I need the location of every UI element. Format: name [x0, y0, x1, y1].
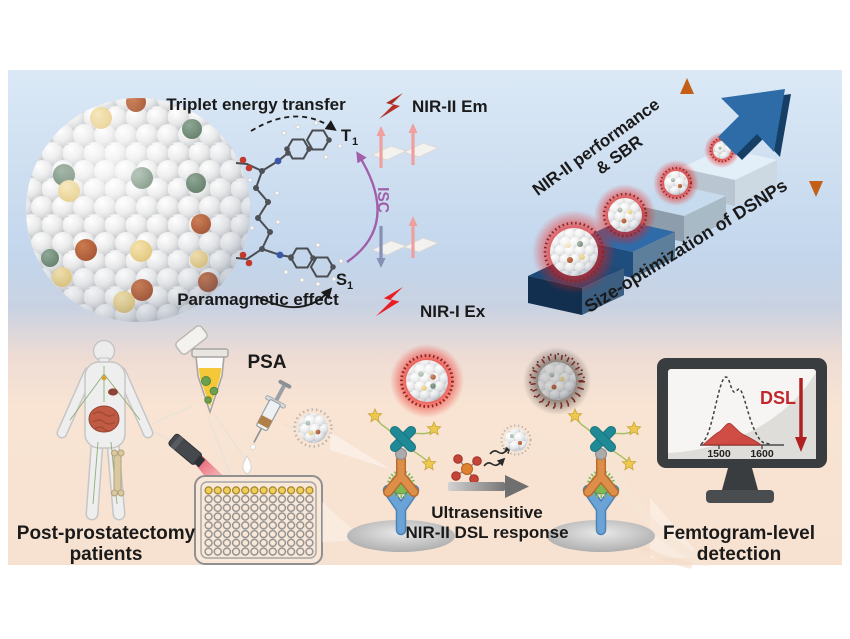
- 96-well-plate: [194, 475, 323, 565]
- reference-spectrum-curve: [700, 376, 771, 445]
- t1-label: T: [341, 127, 351, 145]
- decor-swoosh: [610, 469, 710, 567]
- s1-label: S: [336, 271, 347, 289]
- connector-rays: [151, 405, 300, 477]
- dye-molecule: [235, 120, 344, 287]
- dsl-decrease-arrow-icon: [795, 378, 807, 452]
- s1-subscript: 1: [347, 280, 353, 292]
- nir1-excitation-bolt-icon: [376, 287, 403, 317]
- t1-subscript: 1: [352, 136, 358, 148]
- nir2-emission-bolt-icon: [379, 93, 403, 119]
- quenched-dsnp-particle: [523, 347, 591, 415]
- ultrasensitive-label-line1: Ultrasensitive: [431, 503, 543, 522]
- heat-dissipation-arrows: [483, 445, 512, 467]
- spectrum-plot: 1500 1600: [700, 376, 784, 460]
- small-dsnp-particle: [500, 424, 532, 456]
- femtogram-label-line2: detection: [697, 544, 781, 565]
- dsnp-nanoparticle-illustration: [26, 98, 250, 322]
- performance-arrow-icon: [718, 89, 791, 160]
- patients-label-line2: patients: [70, 544, 143, 565]
- dsnp-particle-medium: [594, 184, 656, 246]
- nir2-em-label: NIR-II Em: [412, 97, 488, 116]
- isc-arrow: [346, 151, 379, 263]
- antibody-conjugated-dsnp: [293, 408, 333, 448]
- droplet: [250, 444, 256, 450]
- t1-spin-state-diagram: [370, 123, 440, 168]
- dsnp-particle-large: [532, 210, 616, 294]
- performance-up-arrow-icon: [680, 78, 694, 127]
- nir1-ex-label: NIR-I Ex: [420, 302, 486, 321]
- thymus: [101, 375, 107, 381]
- ultrasensitive-label-line2: NIR-II DSL response: [405, 523, 568, 542]
- reaction-arrow-icon: [448, 475, 529, 498]
- emitting-dsnp-particle: [390, 344, 464, 418]
- quencher-molecule: [451, 454, 482, 484]
- detection-monitor: 1500 1600 DSL: [657, 358, 827, 503]
- monitor-stand: [722, 468, 758, 490]
- dsl-spectrum-curve: [701, 422, 763, 446]
- bone: [111, 449, 125, 497]
- spleen: [108, 388, 118, 396]
- dsl-label: DSL: [760, 388, 796, 408]
- triplet-energy-transfer-label: Triplet energy transfer: [166, 95, 346, 114]
- x-tick-1600: 1600: [750, 448, 774, 460]
- dsnp-particle-small: [653, 160, 699, 206]
- sample-drop: [242, 455, 252, 475]
- x-tick-1500: 1500: [707, 448, 731, 460]
- intestines: [88, 405, 120, 433]
- patients-label-line1: Post-prostatectomy: [17, 523, 196, 544]
- triplet-transfer-arrow: [250, 115, 337, 132]
- psa-sample-tube: [175, 325, 229, 415]
- femtogram-label-line1: Femtogram-level: [663, 523, 815, 544]
- size-down-arrow-icon: [809, 147, 823, 197]
- paramagnetic-arrow: [255, 287, 333, 308]
- psa-label: PSA: [247, 352, 286, 373]
- paramagnetic-effect-label: Paramagnetic effect: [177, 290, 339, 309]
- s1-spin-state-diagram: [370, 216, 440, 268]
- laser-pointer-icon: [168, 433, 206, 468]
- monitor-base: [706, 490, 774, 503]
- syringe-icon: [253, 379, 292, 443]
- patient-body-illustration: [56, 339, 154, 521]
- isc-label: ISC: [374, 187, 391, 213]
